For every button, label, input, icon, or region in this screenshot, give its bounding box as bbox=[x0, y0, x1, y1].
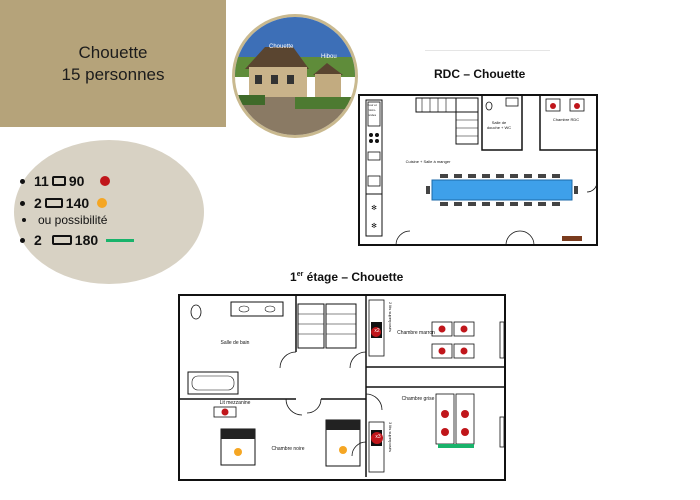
house-photo: Chouette Hibou bbox=[232, 14, 358, 138]
etage-title-text: étage – Chouette bbox=[303, 270, 404, 284]
x2-badge: x2 bbox=[374, 328, 380, 334]
bullet bbox=[20, 237, 25, 243]
capacity: 15 personnes bbox=[61, 64, 165, 84]
bed-icon bbox=[51, 235, 72, 245]
house-name: Chouette bbox=[78, 42, 148, 62]
bullet bbox=[22, 218, 26, 222]
etage-marron-label: Chambre marron bbox=[397, 330, 435, 336]
red-dot-icon bbox=[100, 176, 111, 186]
rdc-oven-label: Four et micro-ondes bbox=[367, 103, 377, 117]
bullet bbox=[20, 178, 25, 184]
svg-text:✻: ✻ bbox=[371, 204, 377, 212]
legend-row-king: 2 180 bbox=[20, 232, 135, 248]
svg-text:✻: ✻ bbox=[371, 222, 377, 230]
etage-bath-label: Salle de bain bbox=[220, 340, 250, 346]
title-panel: Chouette 15 personnes bbox=[0, 0, 226, 127]
bed-icon bbox=[44, 198, 63, 208]
legend-count: 2 bbox=[34, 195, 42, 211]
legend-count: 11 bbox=[34, 173, 49, 189]
photo-label-hibou: Hibou bbox=[321, 54, 337, 60]
etage-title: 1er étage – Chouette bbox=[290, 270, 403, 284]
legend-row-double: 2 140 bbox=[20, 195, 108, 211]
etage-title-number: 1 bbox=[290, 270, 297, 284]
etage-mezz-label: Lit mezzanine bbox=[219, 400, 251, 406]
photo-label-chouette: Chouette bbox=[269, 44, 294, 50]
legend-or-text: ou possibilité bbox=[38, 213, 108, 227]
etage-title-sup: er bbox=[296, 271, 304, 278]
legend-size: 90 bbox=[68, 173, 85, 189]
orange-dot-icon bbox=[97, 198, 108, 208]
bed-icon bbox=[51, 176, 66, 186]
house-photo-illustration bbox=[235, 17, 355, 135]
divider bbox=[425, 50, 550, 51]
etage-noire-label: Chambre noire bbox=[271, 446, 305, 452]
legend-count: 2 bbox=[34, 232, 42, 248]
x3-badge: x3 bbox=[375, 434, 381, 440]
legend-row-single: 11 90 bbox=[20, 173, 111, 189]
rdc-kitchen-label: Cuisine + Salle à manger bbox=[405, 159, 451, 164]
rdc-room-label: Chambre RDC bbox=[552, 117, 580, 122]
etage-floor-plan bbox=[178, 294, 506, 481]
bed-legend bbox=[14, 140, 204, 284]
legend-or-possibility: ou possibilité bbox=[22, 213, 107, 227]
legend-size: 140 bbox=[65, 195, 90, 211]
green-line-icon bbox=[106, 238, 135, 242]
etage-bunks3-label: 3 lits superposés bbox=[388, 422, 393, 453]
bullet bbox=[20, 200, 25, 206]
etage-grise-label: Chambre grise bbox=[401, 396, 435, 402]
rdc-title: RDC – Chouette bbox=[434, 67, 526, 81]
etage-bunks2-label: 2 lits superposés bbox=[388, 302, 393, 333]
legend-size: 180 bbox=[74, 232, 99, 248]
rdc-floor-plan: ✻ ✻ bbox=[358, 94, 598, 246]
rdc-bath-label: Salle de douche + WC bbox=[486, 120, 512, 130]
